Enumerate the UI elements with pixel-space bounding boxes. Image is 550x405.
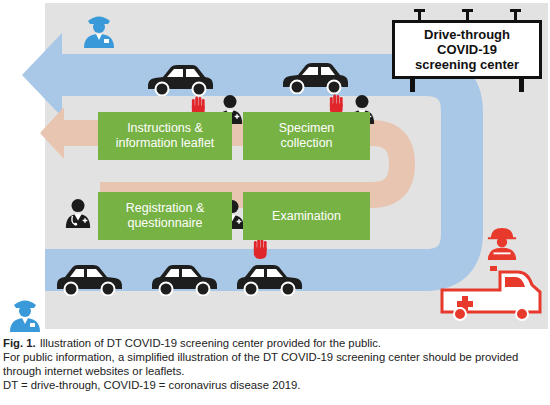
process-box: Examination: [243, 192, 370, 240]
firefighter: [488, 228, 516, 260]
cars: [57, 63, 348, 296]
step-label: Examination: [272, 209, 341, 224]
figure-caption: Fig. 1. Illustration of DT COVID-19 scree…: [3, 336, 547, 392]
caption-note: For public information, a simplified ill…: [3, 350, 547, 378]
police-officer: [10, 301, 40, 333]
ground: [45, 3, 548, 329]
traffic-lane: [45, 75, 462, 270]
lane-arrowhead: [22, 33, 62, 117]
staff: [66, 95, 374, 259]
caption-line: Fig. 1. Illustration of DT COVID-19 scree…: [3, 336, 547, 350]
process-box: Specimen collection: [243, 112, 370, 160]
step-label: Instructions & information leaflet: [106, 121, 224, 151]
step-label: Registration & questionnaire: [106, 201, 224, 231]
caption-note: DT = drive-through, COVID-19 = coronavir…: [3, 378, 547, 392]
flow-arrowhead: [40, 107, 64, 159]
sign-text: Drive-through COVID-19 screening center: [409, 27, 525, 72]
police-officer: [84, 17, 114, 49]
billboard-sign: Drive-through COVID-19 screening center: [392, 20, 542, 79]
step-label: Specimen collection: [251, 121, 362, 151]
process-box: Registration & questionnaire: [98, 192, 232, 240]
figure-number: Fig. 1.: [3, 337, 36, 349]
caption-text: Illustration of DT COVID-19 screening ce…: [40, 337, 381, 349]
ambulance: [442, 266, 540, 320]
process-box: Instructions & information leaflet: [98, 112, 232, 160]
